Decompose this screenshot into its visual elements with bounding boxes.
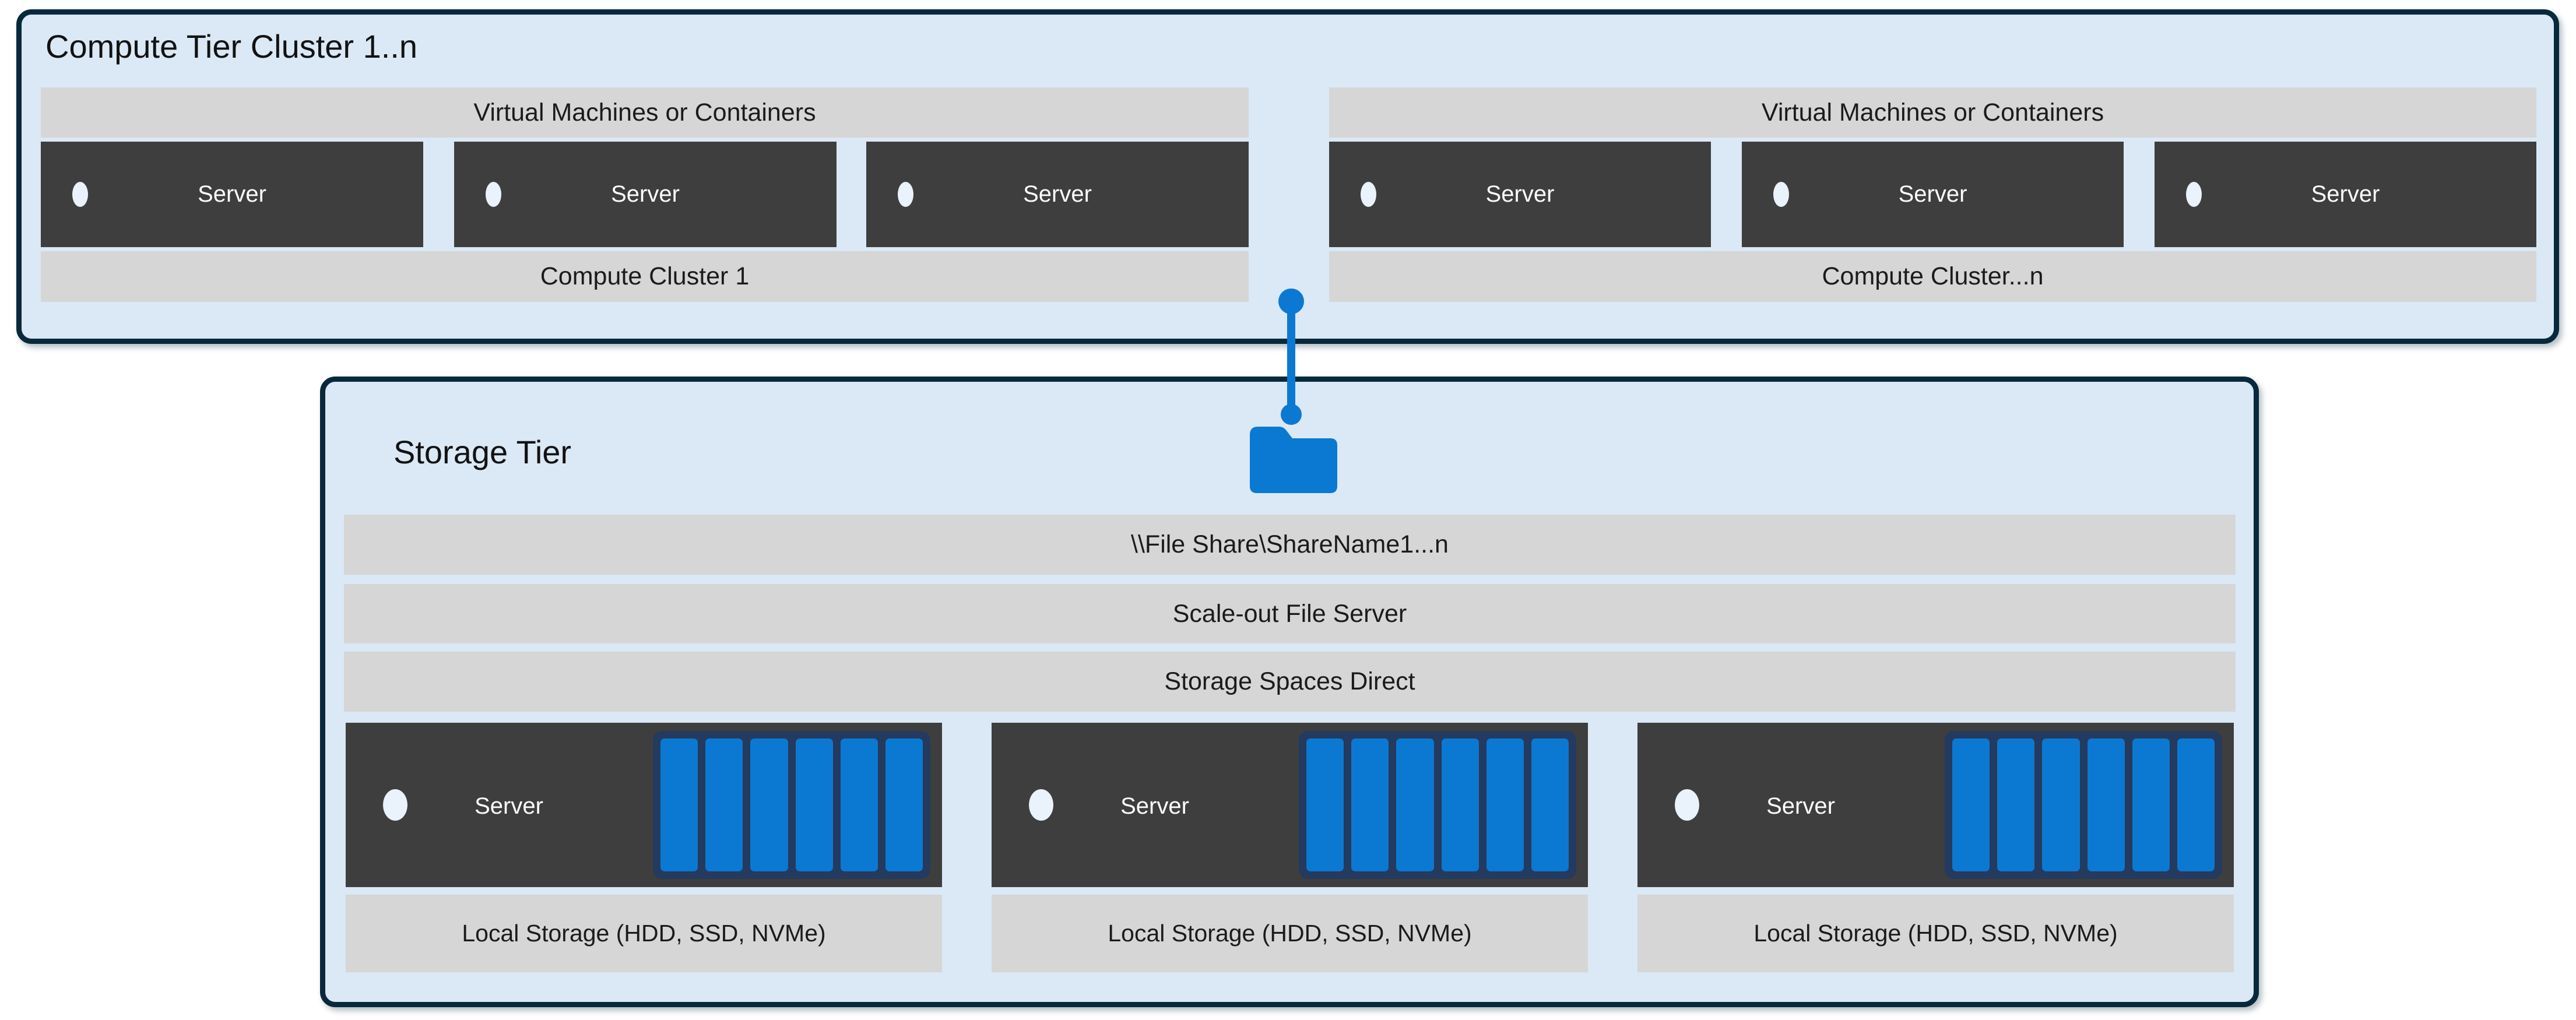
local-storage-label: Local Storage (HDD, SSD, NVMe) [1753, 920, 2118, 947]
indicator-dot-icon [1773, 182, 1789, 207]
disk-icon [660, 738, 698, 871]
disk-icon [885, 738, 923, 871]
storage-server: Server [346, 723, 942, 887]
vm-containers-bar: Virtual Machines or Containers [41, 87, 1249, 138]
compute-cluster-label: Compute Cluster 1 [540, 262, 750, 290]
local-storage-label: Local Storage (HDD, SSD, NVMe) [462, 920, 826, 947]
disk-icon [2177, 738, 2215, 871]
compute-cluster-label: Compute Cluster...n [1822, 262, 2044, 290]
local-storage-bar: Local Storage (HDD, SSD, NVMe) [346, 895, 942, 972]
disk-icon [1396, 738, 1434, 871]
compute-server: Server [41, 142, 423, 247]
server-label: Server [1485, 181, 1555, 207]
indicator-dot-icon [1361, 182, 1376, 207]
server-label: Server [1898, 181, 1967, 207]
indicator-dot-icon [383, 789, 407, 821]
disk-icon [840, 738, 878, 871]
connector-bottom-dot [1281, 404, 1302, 425]
compute-cluster-bar: Compute Cluster 1 [41, 251, 1249, 302]
local-storage-bar: Local Storage (HDD, SSD, NVMe) [992, 895, 1588, 972]
compute-server: Server [454, 142, 837, 247]
disk-icon [705, 738, 743, 871]
server-label: Server [1120, 793, 1189, 819]
vm-containers-bar: Virtual Machines or Containers [1329, 87, 2536, 138]
server-label: Server [2311, 181, 2380, 207]
disk-icon [1997, 738, 2035, 871]
disk-icon [2087, 738, 2125, 871]
disk-icon [1306, 738, 1344, 871]
disk-icon [795, 738, 833, 871]
compute-tier-title: Compute Tier Cluster 1..n [45, 28, 418, 65]
vm-containers-label: Virtual Machines or Containers [1761, 98, 2104, 126]
storage-spaces-direct-label: Storage Spaces Direct [1164, 667, 1415, 695]
disk-icon [1351, 738, 1389, 871]
folder-icon [1250, 427, 1337, 493]
scale-out-file-server-label: Scale-out File Server [1172, 599, 1407, 628]
storage-tier-title: Storage Tier [393, 434, 572, 470]
server-label: Server [1023, 181, 1092, 207]
disk-icon [750, 738, 788, 871]
indicator-dot-icon [1029, 789, 1053, 821]
indicator-dot-icon [2186, 182, 2202, 207]
disk-array-icon [1299, 731, 1576, 879]
scale-out-file-server-bar: Scale-out File Server [344, 584, 2236, 643]
server-label: Server [198, 181, 266, 207]
server-label: Server [611, 181, 680, 207]
indicator-dot-icon [72, 182, 88, 207]
disk-icon [1531, 738, 1569, 871]
compute-server: Server [1329, 142, 1711, 247]
server-label: Server [1766, 793, 1835, 819]
disk-icon [2042, 738, 2080, 871]
indicator-dot-icon [898, 182, 913, 207]
vm-containers-label: Virtual Machines or Containers [473, 98, 816, 126]
local-storage-bar: Local Storage (HDD, SSD, NVMe) [1637, 895, 2234, 972]
disk-array-icon [1945, 731, 2222, 879]
compute-server: Server [1742, 142, 2124, 247]
disk-array-icon [653, 731, 930, 879]
indicator-dot-icon [486, 182, 501, 207]
connector-line [1287, 301, 1295, 414]
storage-server: Server [1637, 723, 2234, 887]
file-share-label: \\File Share\ShareName1...n [1131, 530, 1449, 558]
server-label: Server [475, 793, 543, 819]
storage-spaces-direct-bar: Storage Spaces Direct [344, 652, 2236, 712]
disk-icon [1952, 738, 1990, 871]
storage-server: Server [992, 723, 1588, 887]
file-share-bar: \\File Share\ShareName1...n [344, 515, 2236, 575]
disk-icon [1441, 738, 1479, 871]
local-storage-label: Local Storage (HDD, SSD, NVMe) [1108, 920, 1472, 947]
disk-icon [2132, 738, 2170, 871]
indicator-dot-icon [1675, 789, 1699, 821]
compute-cluster-bar: Compute Cluster...n [1329, 251, 2536, 302]
compute-server: Server [2155, 142, 2536, 247]
disk-icon [1486, 738, 1524, 871]
compute-server: Server [866, 142, 1249, 247]
